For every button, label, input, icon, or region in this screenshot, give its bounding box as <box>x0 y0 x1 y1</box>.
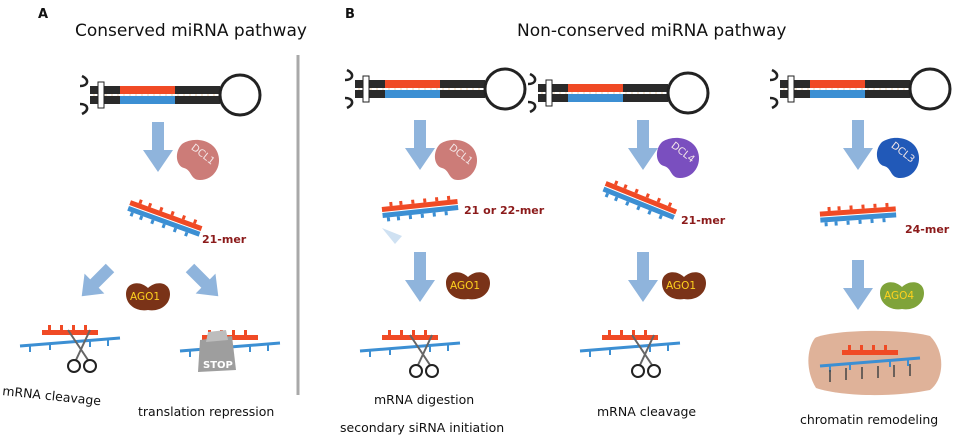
panel-a-letter: A <box>38 7 48 22</box>
col2-mirna-duplex <box>601 177 679 224</box>
panel-a-hairpin-precursor <box>78 73 262 117</box>
col3-loading-arrow <box>843 260 873 310</box>
col3-dcl3-enzyme: DCL3 <box>876 137 920 178</box>
col1-dcl1-enzyme: DCL1 <box>434 139 478 180</box>
panel-a-scissors-icon <box>67 329 97 373</box>
panel-a-stop-sign: STOP <box>198 330 236 372</box>
col3-hairpin-precursor <box>768 67 952 111</box>
col2-processing-arrow <box>628 120 658 170</box>
col3-ago4-protein: AGO4 <box>880 282 924 310</box>
col2-size-label: 21-mer <box>681 214 726 227</box>
panel-b-title: Non-conserved miRNA pathway <box>517 21 786 41</box>
panel-a-title: Conserved miRNA pathway <box>75 21 307 41</box>
col1-ago1-protein: AGO1 <box>446 272 490 300</box>
col2-dcl4-enzyme: DCL4 <box>656 137 700 178</box>
col1-degraded-fragment <box>382 228 402 244</box>
col1-processing-arrow <box>405 120 435 170</box>
panel-a-ago1-protein: AGO1 <box>126 283 170 311</box>
panel-a-cleavage-target <box>18 323 122 354</box>
col2-loading-arrow <box>628 252 658 302</box>
col1-mirna-duplex <box>381 195 459 222</box>
col2-outcome: mRNA cleavage <box>597 404 696 419</box>
col2-target-mrna <box>578 328 682 359</box>
col3-mirna-duplex <box>819 202 897 227</box>
panel-a-processing-arrow <box>143 122 173 172</box>
col1-outcome-secondary: secondary siRNA initiation <box>340 420 504 435</box>
panel-a-dcl1-enzyme: DCL1 <box>176 139 220 180</box>
col3-outcome: chromatin remodeling <box>800 412 938 427</box>
col3-chromatin-block <box>808 330 942 396</box>
col2-ago1-label: AGO1 <box>666 280 696 292</box>
col3-methyl-marks <box>829 364 911 382</box>
panel-b-letter: B <box>345 7 355 22</box>
col1-outcome: mRNA digestion <box>374 392 474 407</box>
col3-ago4-label: AGO4 <box>884 290 914 302</box>
col1-size-label: 21 or 22-mer <box>464 204 545 217</box>
panel-a-stop-label: STOP <box>203 360 233 371</box>
col2-ago1-protein: AGO1 <box>662 272 706 300</box>
panel-a-outcome-left: mRNA cleavage <box>2 383 102 408</box>
col3-size-label: 24-mer <box>905 223 950 236</box>
col1-ago1-label: AGO1 <box>450 280 480 292</box>
panel-a-ago1-label: AGO1 <box>130 291 160 303</box>
col2-scissors-icon <box>631 334 661 378</box>
col3-processing-arrow <box>843 120 873 170</box>
panel-a-size-label: 21-mer <box>202 233 247 246</box>
col1-target-mrna <box>358 328 462 359</box>
col1-loading-arrow <box>405 252 435 302</box>
col2-hairpin-precursor <box>526 71 710 115</box>
col1-hairpin-precursor <box>343 67 527 111</box>
panel-a-mirna-duplex <box>125 196 204 241</box>
col1-scissors-icon <box>409 334 439 378</box>
panel-a-right-arrow <box>185 263 219 297</box>
panel-a-outcome-right: translation repression <box>138 404 274 419</box>
panel-a-left-arrow <box>81 263 115 297</box>
